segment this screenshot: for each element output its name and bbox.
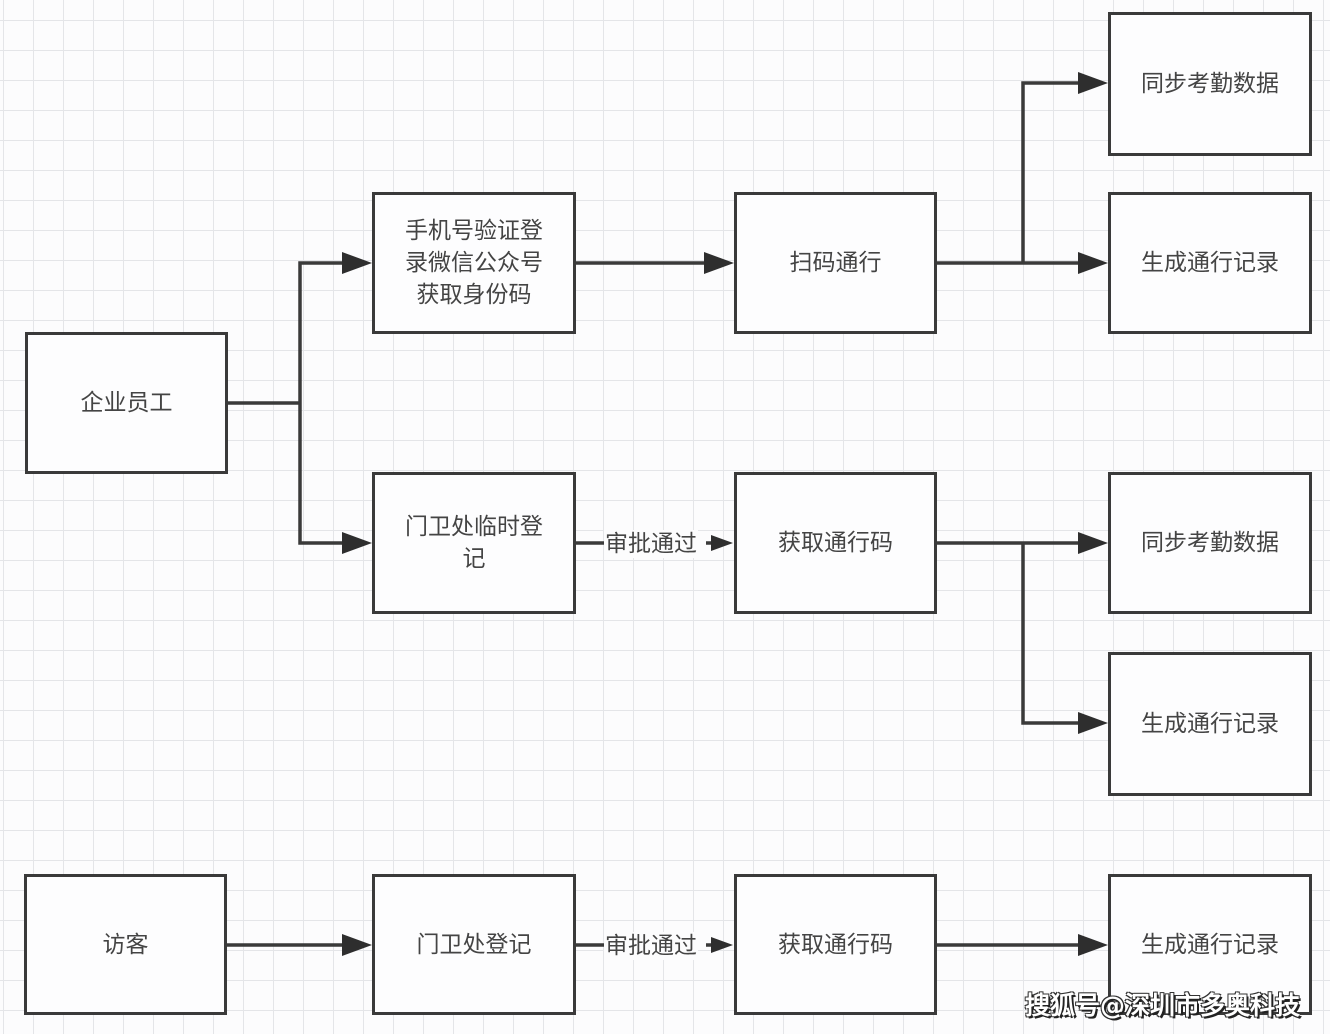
arrowhead: [342, 934, 372, 956]
arrowhead: [711, 535, 733, 551]
node-scan-pass[interactable]: 扫码通行: [734, 192, 937, 334]
node-label: 门卫处登记: [416, 931, 532, 958]
node-label: 获取通行码: [778, 931, 893, 958]
arrowhead: [342, 252, 372, 274]
watermark: 搜狐号@深圳市多奥科技: [1024, 991, 1300, 1020]
node-guard-temp-register[interactable]: 门卫处临时登记: [372, 472, 576, 614]
node-label: 扫码通行: [789, 250, 882, 276]
edge-code1-to-record: [1021, 543, 1078, 725]
node-label: 手机号验证登录微信公众号获取身份码: [405, 218, 543, 308]
node-label: 生成通行记录: [1141, 250, 1279, 276]
node-gen-record-2[interactable]: 生成通行记录: [1108, 652, 1312, 796]
arrowhead: [342, 532, 372, 554]
node-employee[interactable]: 企业员工: [25, 332, 228, 474]
node-gen-record-1[interactable]: 生成通行记录: [1108, 192, 1312, 334]
arrowhead: [1078, 72, 1108, 94]
node-guard-register[interactable]: 门卫处登记: [372, 874, 576, 1015]
node-sync-attendance-2[interactable]: 同步考勤数据: [1108, 472, 1312, 614]
arrowhead: [1078, 252, 1108, 274]
node-label: 企业员工: [80, 390, 173, 416]
edge-label-approve-1: 审批通过: [604, 530, 698, 558]
node-phone-verify[interactable]: 手机号验证登录微信公众号获取身份码: [372, 192, 576, 334]
node-label: 获取通行码: [778, 530, 893, 556]
node-label: 生成通行记录: [1141, 711, 1279, 737]
arrowhead: [1078, 712, 1108, 734]
node-label: 生成通行记录: [1141, 931, 1279, 958]
node-visitor[interactable]: 访客: [24, 874, 227, 1015]
node-label: 同步考勤数据: [1141, 71, 1279, 97]
edge-employee-to-phone-verify: [298, 261, 342, 403]
arrowhead: [1078, 532, 1108, 554]
node-get-pass-code-2[interactable]: 获取通行码: [734, 874, 937, 1015]
node-get-pass-code-1[interactable]: 获取通行码: [734, 472, 937, 614]
arrowhead: [711, 937, 733, 953]
node-gen-record-3[interactable]: 生成通行记录: [1108, 874, 1312, 1015]
node-label: 访客: [102, 931, 149, 958]
arrowhead: [1078, 934, 1108, 956]
node-sync-attendance-1[interactable]: 同步考勤数据: [1108, 12, 1312, 156]
edge-scan-to-sync: [1021, 81, 1078, 263]
node-label: 同步考勤数据: [1141, 530, 1279, 556]
node-label: 门卫处临时登记: [405, 514, 543, 572]
arrowhead: [704, 252, 734, 274]
edge-label-approve-2: 审批通过: [604, 932, 698, 960]
edge-employee-to-guard-temp: [298, 403, 342, 545]
